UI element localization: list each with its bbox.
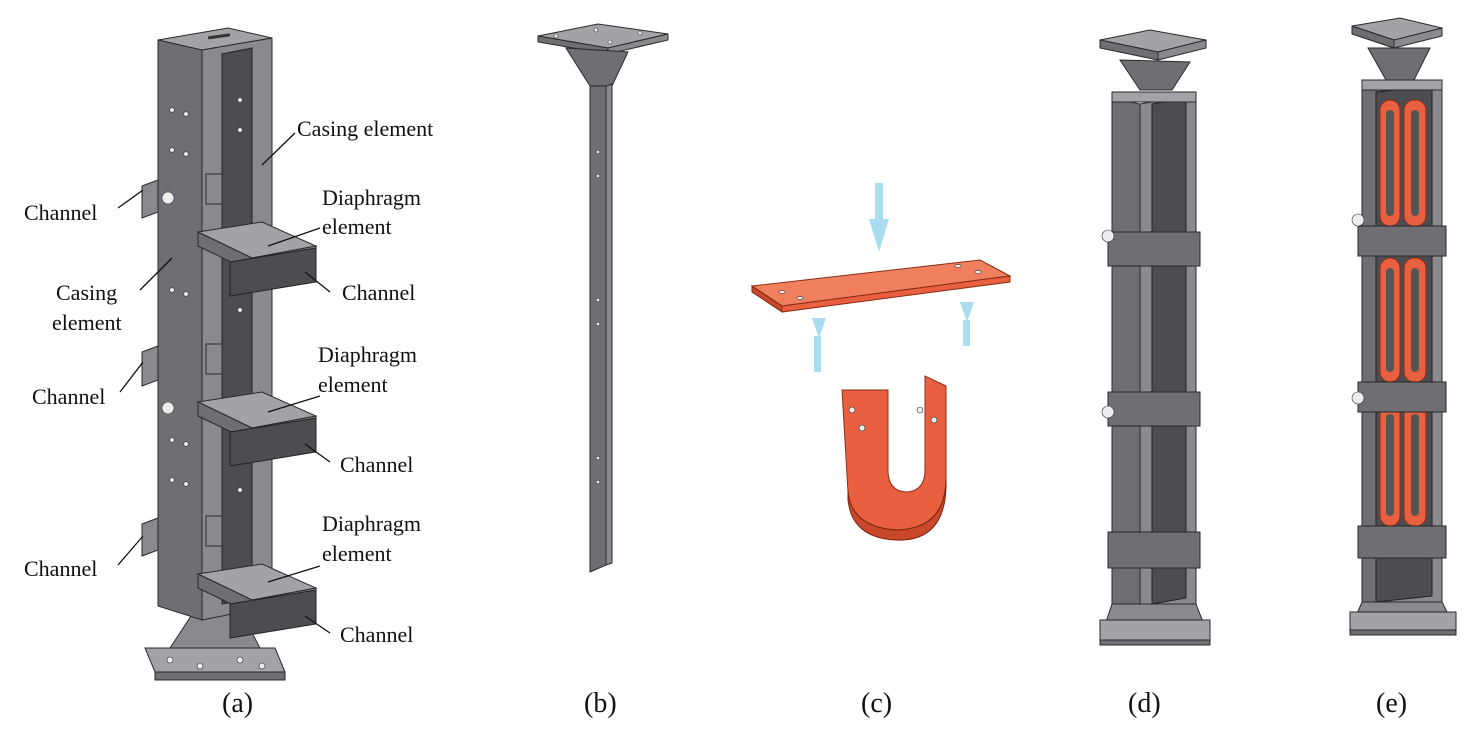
label-diaphragm-3-line1: Diaphragm	[322, 511, 421, 536]
panel-e-band-2	[1357, 381, 1447, 413]
label-channel-left-2: Channel	[32, 384, 105, 409]
panel-e-band-3	[1357, 525, 1447, 559]
panel-e-band-1	[1357, 225, 1447, 257]
label-channel-left-1: Channel	[24, 200, 97, 225]
load-arrow-up-right	[960, 302, 974, 346]
label-casing-left-line1: Casing	[56, 280, 117, 305]
panel-b-stiffener	[565, 47, 629, 87]
panel-e-dampers	[1379, 99, 1427, 527]
label-casing-element-top: Casing element	[297, 116, 433, 141]
load-arrow-up-left	[812, 318, 826, 372]
panel-b-bolt-holes	[595, 149, 601, 485]
panel-d-assembled-brace	[1099, 29, 1211, 646]
panel-d-band-1	[1107, 231, 1201, 267]
panel-b-bar	[589, 85, 607, 573]
panel-a-level-2	[141, 343, 318, 467]
panel-d-band-3	[1107, 531, 1201, 569]
panel-d-band-2	[1107, 391, 1201, 427]
load-arrow-down	[869, 183, 889, 252]
label-diaphragm-2-line1: Diaphragm	[318, 342, 417, 367]
label-diaphragm-3-line2: element	[322, 541, 392, 566]
label-channel-right-2: Channel	[340, 452, 413, 477]
label-diaphragm-2-line2: element	[318, 372, 388, 397]
panel-a-bolt-holes	[169, 97, 243, 493]
panel-a-column-assembly: Casing element Diaphragm element Channel…	[24, 27, 433, 681]
panel-a-casing-front	[157, 39, 203, 621]
label-diaphragm-1-line1: Diaphragm	[322, 185, 421, 210]
label-diaphragm-1-line2: element	[322, 214, 392, 239]
caption-d: (d)	[1128, 688, 1161, 719]
label-casing-left-line2: element	[52, 310, 122, 335]
caption-b: (b)	[584, 688, 617, 719]
panel-a-base-plate-front	[154, 671, 286, 681]
label-channel-left-3: Channel	[24, 556, 97, 581]
label-channel-right-1: Channel	[342, 280, 415, 305]
caption-c: (c)	[861, 688, 892, 719]
panel-b-core-bar	[537, 23, 669, 573]
caption-e: (e)	[1376, 688, 1407, 719]
panel-a-level-3	[141, 515, 318, 639]
label-channel-right-3: Channel	[340, 622, 413, 647]
panel-a-level-1	[141, 173, 318, 297]
panel-c-damper-forming	[750, 183, 1012, 541]
panel-c-u-damper	[841, 375, 947, 541]
caption-a: (a)	[222, 688, 253, 719]
panel-e-brace-with-dampers	[1349, 17, 1457, 636]
